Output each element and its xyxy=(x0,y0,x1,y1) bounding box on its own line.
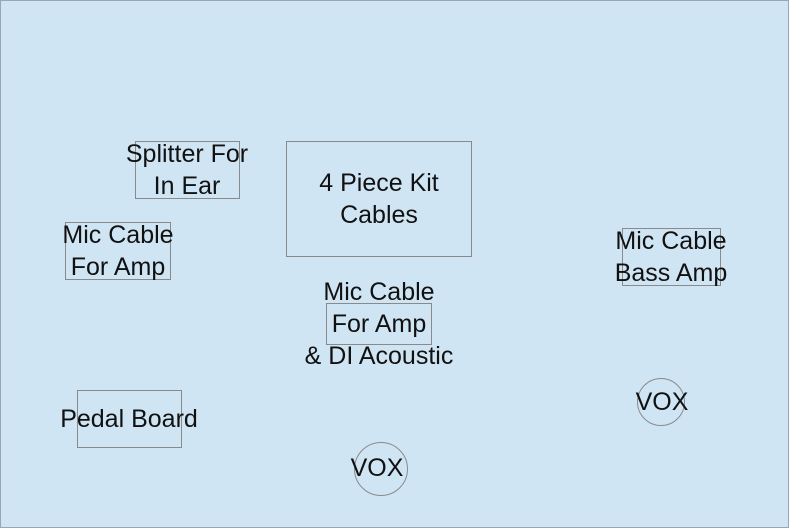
mic-cable-amp-left-box xyxy=(65,222,171,280)
kit-cables-label: 4 Piece Kit Cables xyxy=(319,167,439,231)
vox-right-circle xyxy=(637,378,685,426)
vox-center-label-line-1: VOX xyxy=(350,454,404,482)
mic-cable-amp-di-box xyxy=(326,303,432,345)
mic-cable-amp-di-label: Mic Cable For Amp & DI Acoustic xyxy=(305,276,454,372)
mic-cable-bass-amp-label-line-1: Mic Cable xyxy=(615,227,727,255)
mic-cable-bass-amp-label: Mic Cable Bass Amp xyxy=(615,225,728,289)
splitter-box xyxy=(135,141,240,199)
mic-cable-amp-di-label-line-3: & DI Acoustic xyxy=(304,342,454,370)
splitter-label-line-2: In Ear xyxy=(153,172,221,200)
mic-cable-bass-amp-label-line-2: Bass Amp xyxy=(614,259,728,287)
pedal-board-label-line-1: Pedal Board xyxy=(60,405,198,433)
kit-cables-label-line-2: Cables xyxy=(340,201,418,229)
mic-cable-amp-left-label-line-2: For Amp xyxy=(70,253,166,281)
vox-center-label: VOX xyxy=(351,452,404,484)
kit-cables-box xyxy=(286,141,472,257)
pedal-board-box xyxy=(77,390,182,448)
mic-cable-amp-di-label-line-2: For Amp xyxy=(331,310,427,338)
mic-cable-amp-left-label-line-1: Mic Cable xyxy=(62,221,174,249)
splitter-label-line-1: Splitter For xyxy=(125,140,249,168)
mic-cable-amp-di-label-line-1: Mic Cable xyxy=(323,278,435,306)
mic-cable-bass-amp-box xyxy=(622,228,721,286)
vox-center-circle xyxy=(354,442,408,496)
pedal-board-label: Pedal Board xyxy=(60,403,198,435)
kit-cables-label-line-1: 4 Piece Kit xyxy=(319,169,439,197)
splitter-label: Splitter For In Ear xyxy=(126,138,248,202)
vox-right-label-line-1: VOX xyxy=(635,388,689,416)
mic-cable-amp-left-label: Mic Cable For Amp xyxy=(62,219,173,283)
vox-right-label: VOX xyxy=(636,386,689,418)
